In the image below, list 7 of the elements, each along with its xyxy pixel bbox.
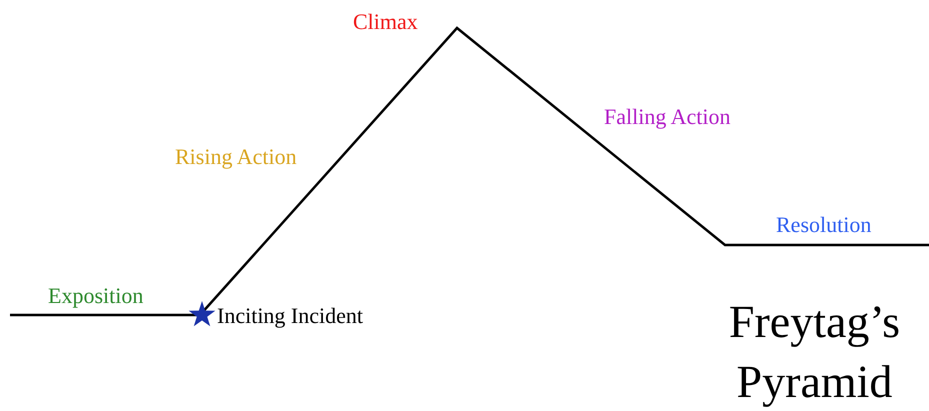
stage-label: Resolution bbox=[776, 212, 872, 238]
stage-label: Exposition bbox=[48, 283, 144, 309]
stage-label: Rising Action bbox=[175, 144, 297, 170]
stage-label: Climax bbox=[353, 9, 418, 35]
stage-label: Inciting Incident bbox=[217, 303, 364, 329]
title: Freytag’s Pyramid bbox=[728, 295, 902, 409]
stage-label: Falling Action bbox=[604, 104, 730, 130]
